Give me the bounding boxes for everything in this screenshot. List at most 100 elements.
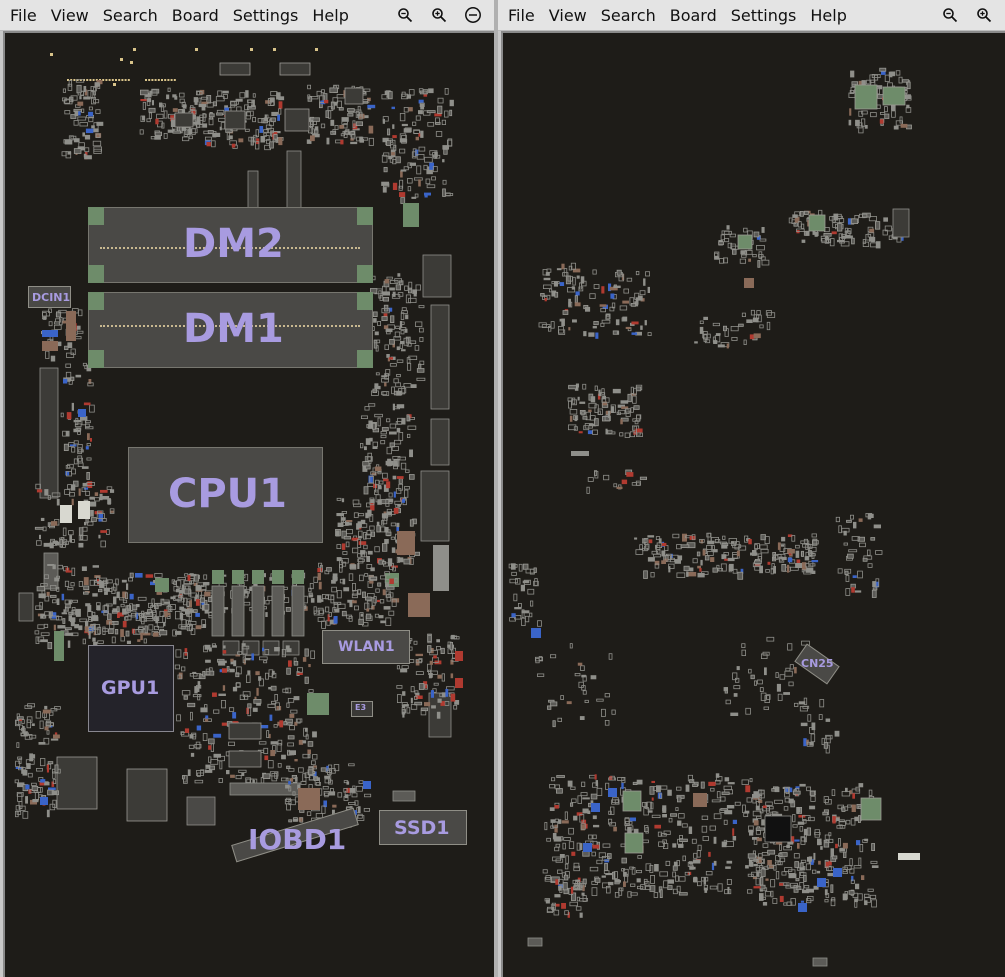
smd-component[interactable] [823, 796, 829, 803]
smd-component[interactable] [811, 869, 817, 874]
smd-component[interactable] [73, 480, 79, 487]
smd-component[interactable] [17, 782, 25, 788]
smd-component[interactable] [788, 873, 797, 879]
smd-component[interactable] [555, 879, 559, 885]
smd-component[interactable] [643, 825, 649, 832]
smd-component[interactable] [424, 193, 428, 198]
smd-component[interactable] [323, 800, 327, 808]
smd-component[interactable] [579, 843, 583, 850]
smd-component[interactable] [127, 79, 130, 81]
smd-component[interactable] [844, 865, 852, 870]
smd-component[interactable] [672, 533, 680, 539]
smd-component[interactable] [431, 705, 436, 709]
smd-component[interactable] [338, 107, 344, 111]
smd-component[interactable] [714, 256, 720, 260]
smd-component[interactable] [729, 233, 736, 238]
smd-component[interactable] [393, 378, 399, 384]
smd-component[interactable] [427, 122, 435, 127]
smd-component[interactable] [271, 111, 279, 116]
smd-component[interactable] [527, 937, 543, 947]
smd-component[interactable] [605, 782, 610, 790]
smd-component[interactable] [633, 828, 639, 834]
smd-component[interactable] [192, 671, 197, 674]
smd-component[interactable] [384, 539, 389, 544]
smd-component[interactable] [823, 232, 832, 237]
smd-component[interactable] [176, 714, 181, 722]
smd-component[interactable] [587, 430, 593, 435]
smd-component[interactable] [265, 124, 272, 130]
smd-component[interactable] [893, 125, 899, 130]
smd-component[interactable] [760, 868, 766, 877]
smd-component[interactable] [196, 725, 202, 731]
smd-component[interactable] [284, 108, 310, 132]
smd-component[interactable] [14, 719, 20, 727]
smd-component[interactable] [644, 802, 648, 809]
smd-component[interactable] [883, 106, 888, 113]
smd-component[interactable] [174, 595, 182, 600]
smd-component[interactable] [836, 223, 843, 232]
smd-component[interactable] [51, 781, 55, 787]
smd-component[interactable] [369, 497, 375, 506]
smd-component[interactable] [74, 110, 79, 117]
smd-component[interactable] [383, 478, 389, 482]
smd-component[interactable] [391, 152, 395, 156]
smd-component[interactable] [363, 781, 371, 789]
smd-component[interactable] [644, 320, 647, 326]
smd-component[interactable] [617, 777, 625, 781]
smd-component[interactable] [126, 640, 131, 644]
smd-component[interactable] [433, 682, 439, 686]
smd-component[interactable] [550, 654, 557, 659]
smd-component[interactable] [667, 789, 672, 796]
smd-component[interactable] [31, 754, 36, 759]
smd-component[interactable] [585, 306, 591, 312]
smd-component[interactable] [15, 720, 21, 725]
smd-component[interactable] [798, 871, 805, 879]
smd-component[interactable] [557, 717, 563, 722]
smd-component[interactable] [247, 99, 253, 108]
smd-component[interactable] [307, 741, 314, 747]
smd-component[interactable] [710, 787, 715, 792]
zoom-in-icon[interactable] [428, 4, 450, 26]
smd-component[interactable] [248, 136, 256, 142]
smd-component[interactable] [351, 133, 356, 140]
smd-component[interactable] [745, 785, 751, 793]
menu-help[interactable]: Help [312, 5, 349, 25]
smd-component[interactable] [397, 531, 415, 555]
smd-component[interactable] [602, 304, 608, 309]
smd-component[interactable] [53, 624, 56, 631]
smd-component[interactable] [790, 836, 795, 844]
smd-component[interactable] [93, 146, 103, 152]
smd-component[interactable] [584, 699, 589, 703]
smd-component[interactable] [15, 805, 21, 811]
smd-component[interactable] [241, 772, 245, 776]
smd-component[interactable] [765, 569, 770, 573]
smd-component[interactable] [224, 105, 228, 110]
smd-component[interactable] [143, 638, 147, 644]
smd-component[interactable] [211, 645, 217, 648]
smd-component[interactable] [589, 774, 596, 779]
smd-component[interactable] [44, 782, 50, 786]
smd-component[interactable] [78, 409, 86, 417]
smd-component[interactable] [252, 570, 264, 584]
smd-component[interactable] [66, 471, 72, 477]
smd-component[interactable] [42, 341, 58, 351]
smd-component[interactable] [336, 557, 342, 562]
smd-component[interactable] [713, 836, 717, 844]
smd-component[interactable] [258, 656, 268, 661]
smd-component[interactable] [16, 792, 24, 797]
smd-component[interactable] [755, 801, 760, 807]
smd-component[interactable] [845, 575, 850, 582]
smd-component[interactable] [49, 711, 54, 716]
smd-component[interactable] [406, 416, 411, 422]
smd-component[interactable] [848, 890, 855, 895]
smd-component[interactable] [285, 778, 291, 782]
smd-component[interactable] [244, 658, 251, 661]
menu-file[interactable]: File [10, 5, 37, 25]
smd-component[interactable] [726, 879, 732, 885]
smd-component[interactable] [398, 478, 403, 484]
smd-component[interactable] [201, 102, 206, 111]
smd-component[interactable] [391, 565, 398, 568]
smd-component[interactable] [420, 709, 427, 716]
smd-component[interactable] [727, 557, 735, 562]
smd-component[interactable] [321, 89, 325, 94]
